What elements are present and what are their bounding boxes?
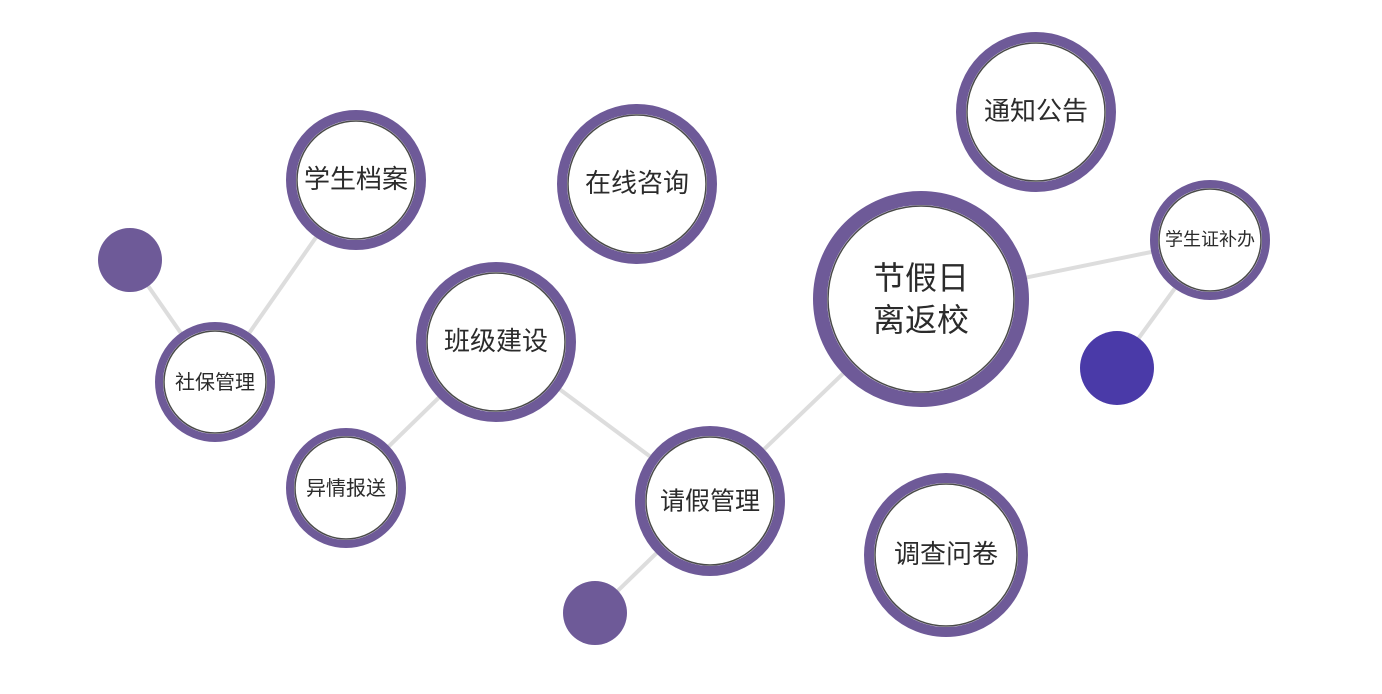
node-label: 请假管理: [660, 487, 760, 516]
node-inner-ring: [296, 120, 416, 240]
node-inner-ring: [1158, 188, 1262, 292]
node-student-archive[interactable]: 学生档案: [286, 110, 426, 250]
node-ring: [557, 104, 717, 264]
node-anomaly-report[interactable]: 异情报送: [286, 428, 406, 548]
node-label: 节假日: [873, 259, 969, 297]
decorative-dots: [98, 228, 1154, 645]
node-student-card[interactable]: 学生证补办: [1150, 180, 1270, 300]
node-inner-ring: [827, 205, 1015, 393]
node-label: 异情报送: [306, 476, 386, 500]
node-ring: [155, 322, 275, 442]
node-social-security[interactable]: 社保管理: [155, 322, 275, 442]
node-survey[interactable]: 调查问卷: [864, 473, 1028, 637]
node-online-consult[interactable]: 在线咨询: [557, 104, 717, 264]
node-ring: [416, 262, 576, 422]
node-notice[interactable]: 通知公告: [956, 32, 1116, 192]
node-inner-ring: [163, 330, 267, 434]
node-ring: [956, 32, 1116, 192]
node-ring: [286, 428, 406, 548]
node-label: 学生证补办: [1165, 230, 1255, 251]
node-label: 社保管理: [175, 370, 255, 394]
node-label: 学生档案: [304, 165, 408, 195]
node-label: 调查问卷: [894, 540, 998, 570]
node-label: 在线咨询: [585, 169, 689, 199]
menu-nodes: 学生档案在线咨询通知公告学生证补办节假日离返校班级建设社保管理异情报送请假管理调…: [155, 32, 1270, 637]
decorative-dot: [98, 228, 162, 292]
node-inner-ring: [874, 483, 1018, 627]
node-ring: [813, 191, 1029, 407]
node-inner-ring: [426, 272, 566, 412]
node-inner-ring: [645, 436, 775, 566]
node-class-building[interactable]: 班级建设: [416, 262, 576, 422]
node-ring: [864, 473, 1028, 637]
node-label: 班级建设: [444, 327, 548, 357]
node-leave-management[interactable]: 请假管理: [635, 426, 785, 576]
node-inner-ring: [567, 114, 707, 254]
node-label: 离返校: [873, 301, 969, 339]
node-ring: [635, 426, 785, 576]
node-ring: [1150, 180, 1270, 300]
node-inner-ring: [966, 42, 1106, 182]
node-label: 通知公告: [984, 97, 1088, 127]
node-inner-ring: [294, 436, 398, 540]
decorative-dot: [1080, 331, 1154, 405]
node-ring: [286, 110, 426, 250]
decorative-dot: [563, 581, 627, 645]
